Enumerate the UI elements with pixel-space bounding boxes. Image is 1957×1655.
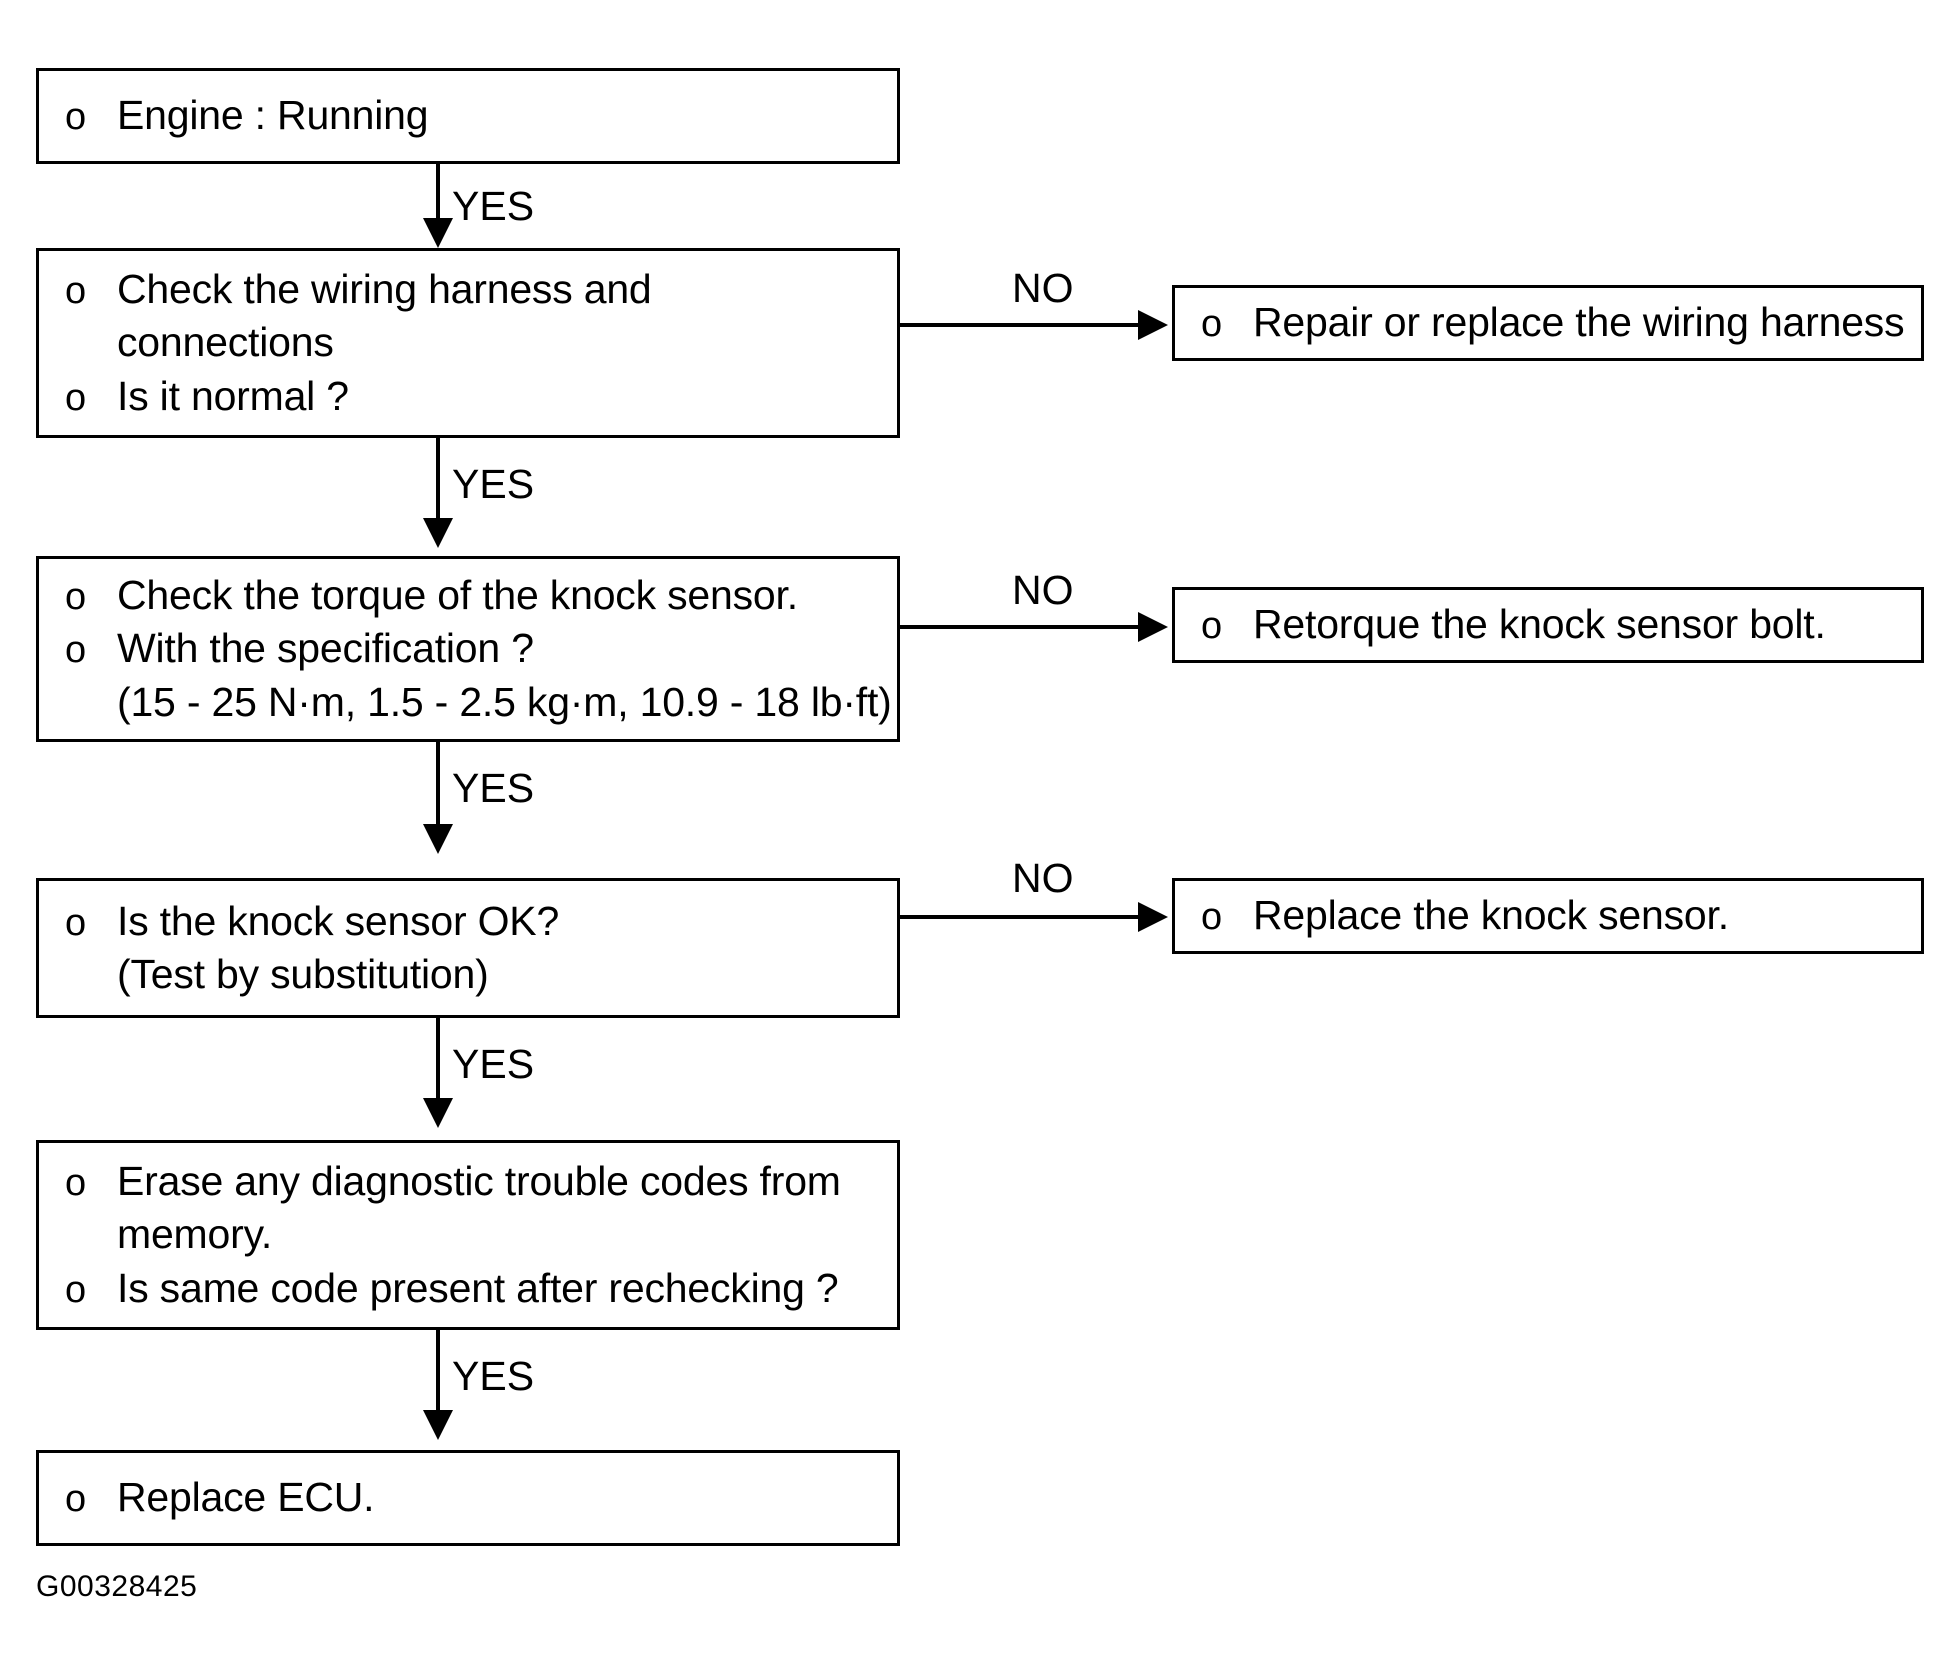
node-line: o Engine : Running <box>65 89 897 142</box>
node-line: o Check the wiring harness and <box>65 263 897 316</box>
node-line: o With the specification ? <box>65 622 897 675</box>
node-erase-codes[interactable]: o Erase any diagnostic trouble codes fro… <box>36 1140 900 1330</box>
edge-label-no-2: NO <box>1012 567 1074 613</box>
arrowhead-right <box>1138 612 1168 642</box>
node-line-text: Is the knock sensor OK? <box>117 897 560 944</box>
node-replace-sensor[interactable]: o Replace the knock sensor. <box>1172 878 1924 954</box>
edge-wiring-to-repair <box>900 323 1140 327</box>
edge-sensor-to-replace <box>900 915 1140 919</box>
arrowhead-down <box>423 1098 453 1128</box>
node-line-text: Retorque the knock sensor bolt. <box>1253 601 1826 648</box>
bullet-marker: o <box>1201 896 1222 939</box>
node-line-text: Check the wiring harness and <box>117 265 652 312</box>
edge-sensor-to-erase <box>436 1018 440 1106</box>
node-line-text: Is it normal ? <box>117 372 349 419</box>
bullet-marker: o <box>65 269 86 312</box>
node-check-torque-body: o Check the torque of the knock sensor. … <box>39 559 897 739</box>
node-engine-running-body: o Engine : Running <box>39 71 897 161</box>
arrowhead-down <box>423 518 453 548</box>
node-line: connections <box>65 316 897 369</box>
edge-engine-to-wiring <box>436 164 440 226</box>
node-engine-running[interactable]: o Engine : Running <box>36 68 900 164</box>
node-line-text: Check the torque of the knock sensor. <box>117 571 798 618</box>
node-check-torque[interactable]: o Check the torque of the knock sensor. … <box>36 556 900 742</box>
edge-erase-to-ecu <box>436 1330 440 1418</box>
node-line: o Replace the knock sensor. <box>1201 889 1921 942</box>
node-line-text: Engine : Running <box>117 92 429 139</box>
node-line-text: With the specification ? <box>117 625 534 672</box>
torque-specification-text: (15 - 25 N·m, 1.5 - 2.5 kg·m, 10.9 - 18 … <box>117 678 892 725</box>
edge-wiring-to-torque <box>436 438 440 526</box>
node-line: o Replace ECU. <box>65 1471 897 1524</box>
figure-id-code: G00328425 <box>36 1570 198 1603</box>
node-replace-ecu[interactable]: o Replace ECU. <box>36 1450 900 1546</box>
edge-torque-to-retorque <box>900 625 1140 629</box>
node-replace-ecu-body: o Replace ECU. <box>39 1453 897 1543</box>
bullet-marker: o <box>65 629 86 672</box>
edge-label-yes-5: YES <box>452 1353 535 1399</box>
node-line-text: Replace ECU. <box>117 1474 375 1521</box>
bullet-marker: o <box>65 376 86 419</box>
node-repair-wiring-body: o Repair or replace the wiring harness <box>1175 288 1921 358</box>
node-line-text: (Test by substitution) <box>117 951 489 998</box>
bullet-marker: o <box>65 901 86 944</box>
edge-label-yes-1: YES <box>452 183 535 229</box>
node-line: o Erase any diagnostic trouble codes fro… <box>65 1155 897 1208</box>
arrowhead-right <box>1138 902 1168 932</box>
node-line-text: memory. <box>117 1211 273 1258</box>
node-line: o Repair or replace the wiring harness <box>1201 296 1921 349</box>
node-retorque-bolt[interactable]: o Retorque the knock sensor bolt. <box>1172 587 1924 663</box>
edge-label-yes-2: YES <box>452 461 535 507</box>
arrowhead-down <box>423 1410 453 1440</box>
node-line-text: Replace the knock sensor. <box>1253 892 1729 939</box>
bullet-marker: o <box>65 1478 86 1521</box>
node-sensor-ok[interactable]: o Is the knock sensor OK? (Test by subst… <box>36 878 900 1018</box>
arrowhead-down <box>423 218 453 248</box>
node-line: o Is same code present after rechecking … <box>65 1262 897 1315</box>
bullet-marker: o <box>1201 303 1222 346</box>
bullet-marker: o <box>65 1161 86 1204</box>
edge-torque-to-sensor-ok <box>436 742 440 832</box>
edge-label-yes-4: YES <box>452 1041 535 1087</box>
node-line: (Test by substitution) <box>65 948 897 1001</box>
edge-label-no-3: NO <box>1012 855 1074 901</box>
bullet-marker: o <box>65 96 86 139</box>
node-line: memory. <box>65 1208 897 1261</box>
node-check-wiring-body: o Check the wiring harness and connectio… <box>39 251 897 435</box>
bullet-marker: o <box>65 575 86 618</box>
node-sensor-ok-body: o Is the knock sensor OK? (Test by subst… <box>39 881 897 1015</box>
bullet-marker: o <box>65 1268 86 1311</box>
node-line: o Retorque the knock sensor bolt. <box>1201 598 1921 651</box>
node-line-text: Is same code present after rechecking ? <box>117 1264 839 1311</box>
node-line: o Is the knock sensor OK? <box>65 895 897 948</box>
node-line-text: connections <box>117 319 334 366</box>
edge-label-yes-3: YES <box>452 765 535 811</box>
node-check-wiring[interactable]: o Check the wiring harness and connectio… <box>36 248 900 438</box>
arrowhead-down <box>423 824 453 854</box>
node-erase-codes-body: o Erase any diagnostic trouble codes fro… <box>39 1143 897 1327</box>
node-line-torque-spec: (15 - 25 N·m, 1.5 - 2.5 kg·m, 10.9 - 18 … <box>65 676 897 729</box>
node-repair-wiring[interactable]: o Repair or replace the wiring harness <box>1172 285 1924 361</box>
bullet-marker: o <box>1201 605 1222 648</box>
node-line-text: Repair or replace the wiring harness <box>1253 299 1905 346</box>
node-replace-sensor-body: o Replace the knock sensor. <box>1175 881 1921 951</box>
arrowhead-right <box>1138 310 1168 340</box>
node-line-text: Erase any diagnostic trouble codes from <box>117 1157 841 1204</box>
node-retorque-bolt-body: o Retorque the knock sensor bolt. <box>1175 590 1921 660</box>
node-line: o Is it normal ? <box>65 370 897 423</box>
edge-label-no-1: NO <box>1012 265 1074 311</box>
node-line: o Check the torque of the knock sensor. <box>65 569 897 622</box>
